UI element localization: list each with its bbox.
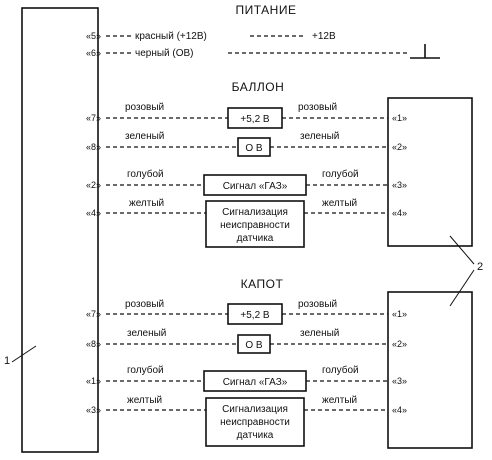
hood-section: «7» «8» «1» «3» «1» «2» «3» «4» розовый …	[86, 299, 407, 447]
hood-green-left-label: зеленый	[127, 328, 166, 339]
cylinder-gas-box	[203, 174, 307, 196]
cylinder-heading: БАЛЛОН	[232, 80, 285, 94]
hood-pink-left-label: розовый	[125, 299, 164, 310]
red-wire-target: +12В	[312, 31, 336, 42]
hood-blue-left-label: голубой	[127, 364, 164, 376]
cylinder-pink-right-label: розовый	[298, 102, 337, 113]
cylinder-pink-left-label: розовый	[125, 102, 164, 113]
cylinder-right-pin-4: «4»	[392, 208, 407, 218]
hood-5v-text: +5,2 В	[240, 310, 270, 321]
hood-green-right-label: зеленый	[300, 328, 339, 339]
cylinder-right-pin-1: «1»	[392, 113, 407, 123]
cylinder-left-pin-7: «7»	[86, 113, 101, 123]
hood-gas-box	[203, 370, 307, 392]
cylinder-5v-box	[227, 107, 283, 129]
hood-left-pin-7: «7»	[86, 309, 101, 319]
cylinder-fault-line3: датчика	[237, 233, 274, 244]
ground-icon	[410, 44, 440, 59]
cylinder-blue-right-label: голубой	[322, 168, 359, 180]
cylinder-sensor-block	[387, 97, 473, 247]
hood-0v-text: О В	[245, 340, 263, 351]
cylinder-left-pin-2: «2»	[86, 180, 101, 190]
cylinder-0v-box	[237, 137, 271, 157]
cylinder-fault-line2: неисправности	[220, 220, 290, 231]
hood-left-pin-8: «8»	[86, 339, 101, 349]
hood-left-pin-3: «3»	[86, 405, 101, 415]
hood-yellow-left-label: желтый	[127, 395, 162, 406]
cylinder-left-pin-8: «8»	[86, 142, 101, 152]
callout-2-label: 2	[477, 261, 483, 273]
hood-gas-text: Сигнал «ГАЗ»	[223, 377, 288, 388]
black-wire-label: черный (ОВ)	[135, 48, 194, 59]
hood-0v-box	[237, 334, 271, 354]
cylinder-blue-left-label: голубой	[127, 168, 164, 180]
cylinder-fault-box	[205, 200, 305, 248]
cylinder-left-pin-4: «4»	[86, 208, 101, 218]
cylinder-5v-text: +5,2 В	[240, 114, 270, 125]
callout-1: 1	[4, 345, 37, 367]
cylinder-0v-text: О В	[245, 143, 263, 154]
hood-right-pin-1: «1»	[392, 309, 407, 319]
cylinder-yellow-right-label: желтый	[322, 198, 357, 209]
cylinder-right-pin-2: «2»	[392, 142, 407, 152]
hood-fault-box	[205, 397, 305, 447]
power-heading: ПИТАНИЕ	[236, 3, 297, 17]
hood-right-pin-2: «2»	[392, 339, 407, 349]
hood-left-pin-1: «1»	[86, 376, 101, 386]
hood-fault-line1: Сигнализация	[222, 404, 288, 415]
hood-pink-right-label: розовый	[298, 299, 337, 310]
power-pin-6: «6»	[86, 48, 101, 58]
hood-sensor-block	[387, 291, 473, 449]
hood-fault-line3: датчика	[237, 430, 274, 441]
red-wire-label: красный (+12В)	[135, 31, 207, 42]
cylinder-fault-line1: Сигнализация	[222, 207, 288, 218]
hood-heading: КАПОТ	[241, 277, 284, 291]
callout-1-label: 1	[4, 355, 10, 367]
cylinder-right-pin-3: «3»	[392, 180, 407, 190]
cylinder-gas-text: Сигнал «ГАЗ»	[223, 181, 288, 192]
cylinder-section: «7» «8» «2» «4» «1» «2» «3» «4» розовый …	[86, 102, 407, 248]
controller-block	[21, 7, 99, 453]
hood-blue-right-label: голубой	[322, 364, 359, 376]
hood-yellow-right-label: желтый	[322, 395, 357, 406]
cylinder-green-left-label: зеленый	[125, 131, 164, 142]
callout-2: 2	[449, 235, 483, 307]
hood-right-pin-4: «4»	[392, 405, 407, 415]
hood-right-pin-3: «3»	[392, 376, 407, 386]
cylinder-yellow-left-label: желтый	[129, 198, 164, 209]
hood-fault-line2: неисправности	[220, 417, 290, 428]
hood-5v-box	[227, 303, 283, 325]
power-pin-5: «5»	[86, 31, 101, 41]
cylinder-green-right-label: зеленый	[300, 131, 339, 142]
